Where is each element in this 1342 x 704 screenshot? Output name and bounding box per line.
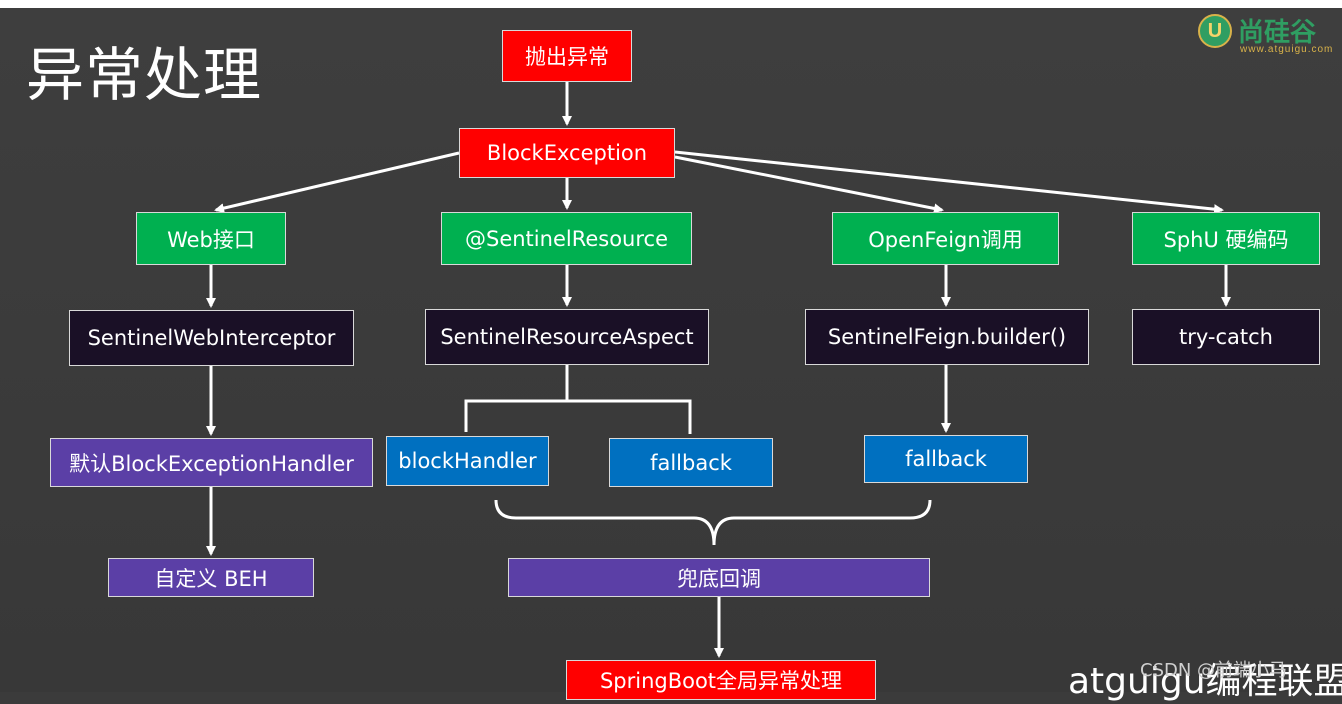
node-default-handler: 默认BlockExceptionHandler — [50, 438, 373, 487]
branch-aspect-split — [464, 365, 569, 432]
node-block-exception: BlockException — [459, 128, 675, 178]
logo-mark-icon: U — [1198, 14, 1232, 48]
logo-text: 尚硅谷 — [1238, 18, 1317, 48]
node-sphu: SphU 硬编码 — [1132, 212, 1320, 265]
brand-logo: U 尚硅谷 www.atguigu.com — [1196, 12, 1342, 58]
slide-title: 异常处理 — [26, 41, 263, 109]
node-block-handler: blockHandler — [386, 436, 549, 486]
arrow-block-to-openfeign — [674, 155, 944, 214]
node-web-interface: Web接口 — [136, 212, 286, 265]
csdn-watermark: CSDN @前端小马 — [1140, 660, 1288, 681]
node-sentinel-resource: @SentinelResource — [441, 212, 692, 265]
curly-brace — [494, 499, 932, 546]
arrow-block-to-sphu — [674, 150, 1224, 215]
node-feign-builder: SentinelFeign.builder() — [805, 309, 1089, 365]
node-try-catch: try-catch — [1132, 309, 1320, 365]
node-openfeign: OpenFeign调用 — [832, 212, 1059, 265]
logo-url: www.atguigu.com — [1240, 44, 1334, 55]
node-web-interceptor: SentinelWebInterceptor — [69, 310, 354, 366]
node-custom-beh: 自定义 BEH — [108, 558, 314, 597]
node-resource-aspect: SentinelResourceAspect — [425, 309, 709, 365]
node-fallback-bottom: 兜底回调 — [508, 558, 930, 597]
node-springboot-global: SpringBoot全局异常处理 — [566, 660, 876, 700]
node-throw-exception: 抛出异常 — [502, 30, 632, 82]
arrow-block-to-web — [214, 151, 460, 214]
branch-aspect-right — [567, 399, 692, 434]
node-fallback-feign: fallback — [864, 435, 1028, 483]
node-fallback-resource: fallback — [609, 438, 773, 487]
top-strip — [0, 0, 1342, 8]
